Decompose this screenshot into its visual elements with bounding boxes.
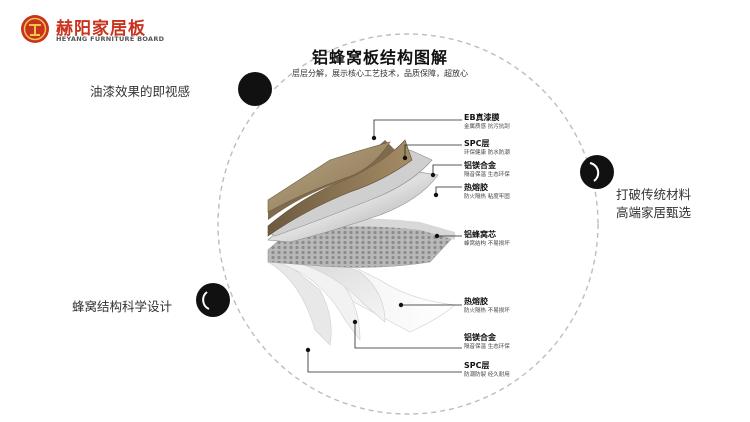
page-subtitle: 层层分解，展示核心工艺技术，品质保障，超放心 bbox=[292, 69, 468, 78]
layer-name: 热熔胶 bbox=[464, 183, 488, 192]
brand-name-en: HEYANG FURNITURE BOARD bbox=[56, 35, 165, 43]
layer-label: SPC层 防潮防裂 经久耐用 bbox=[464, 361, 510, 379]
brand-logo-icon bbox=[21, 15, 49, 43]
layer-label: 热熔胶 防火隔热 不易损坏 bbox=[464, 297, 510, 315]
layer-label: 铝镁合金 隔音保温 生态环保 bbox=[464, 333, 510, 351]
layer-desc: 隔音保温 生态环保 bbox=[464, 344, 510, 350]
dot-paint bbox=[238, 72, 272, 106]
layer-desc: 防火隔热 不易损坏 bbox=[464, 308, 510, 314]
dot-honey bbox=[196, 283, 230, 317]
layer-name: 铝蜂窝芯 bbox=[464, 230, 496, 239]
feature-honeycomb-design: 蜂窝结构科学设计 bbox=[72, 299, 173, 314]
feature-premium-choice: 高端家居甄选 bbox=[616, 205, 692, 220]
feature-break-tradition: 打破传统材料 bbox=[616, 187, 692, 202]
layer-name: 铝镁合金 bbox=[464, 333, 496, 342]
layer-desc: 蜂窝结构 不易损坏 bbox=[464, 241, 510, 247]
layer-desc: 防潮防裂 经久耐用 bbox=[464, 372, 510, 378]
layer-desc: 隔音保温 生态环保 bbox=[464, 172, 510, 178]
feature-paint-effect: 油漆效果的即视感 bbox=[90, 84, 191, 99]
dot-break bbox=[580, 155, 614, 189]
layer-label: 铝蜂窝芯 蜂窝结构 不易损坏 bbox=[464, 230, 510, 248]
layer-desc: 防火隔热 粘度牢固 bbox=[464, 194, 510, 200]
layer-name: 铝镁合金 bbox=[464, 161, 496, 170]
layer-desc: 金属质感 抗污抗刮 bbox=[464, 124, 510, 130]
layer-name: 热熔胶 bbox=[464, 297, 488, 306]
layer-name: SPC层 bbox=[464, 361, 490, 370]
layer-label: 铝镁合金 隔音保温 生态环保 bbox=[464, 161, 510, 179]
page-title: 铝蜂窝板结构图解 bbox=[312, 48, 449, 67]
layer-label: SPC层 环保健康 防水防潮 bbox=[464, 139, 510, 157]
brand-name: 赫阳家居板 bbox=[56, 19, 146, 39]
layer-label: EB真漆膜 金属质感 抗污抗刮 bbox=[464, 113, 510, 131]
dashed-circle bbox=[217, 33, 599, 415]
layer-name: SPC层 bbox=[464, 139, 490, 148]
layer-label: 热熔胶 防火隔热 粘度牢固 bbox=[464, 183, 510, 201]
layer-name: EB真漆膜 bbox=[464, 113, 500, 122]
layer-desc: 环保健康 防水防潮 bbox=[464, 150, 510, 156]
